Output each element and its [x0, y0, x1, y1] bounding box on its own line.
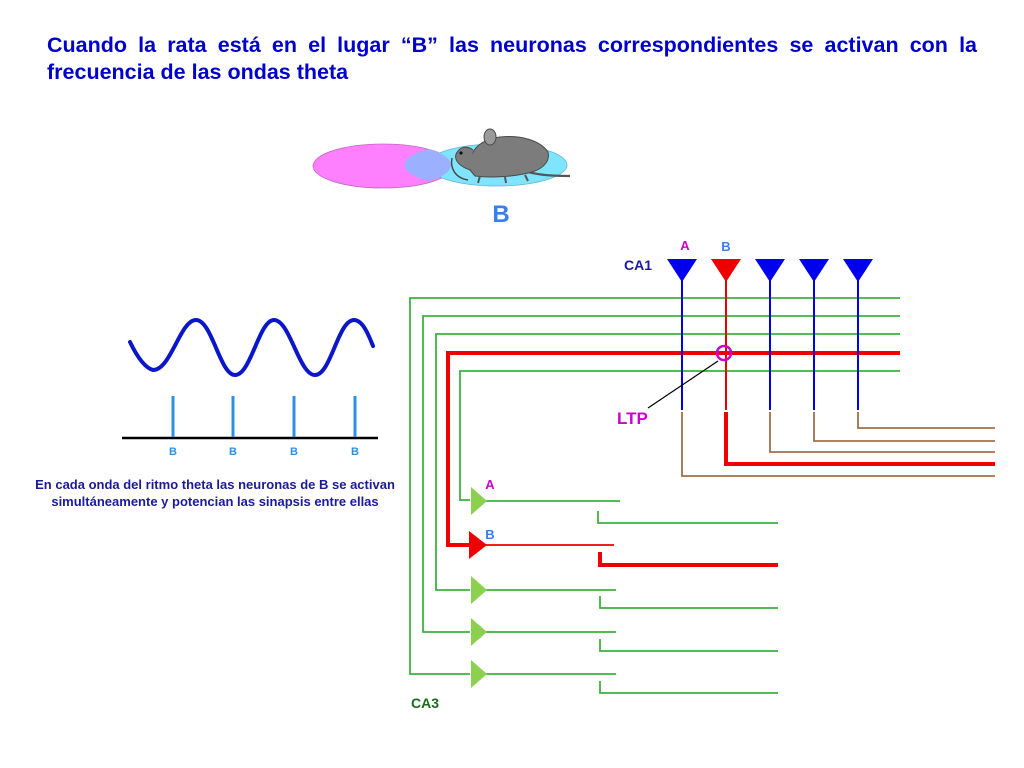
ca3-cell-a — [471, 487, 487, 515]
ca3-cell-4 — [471, 618, 487, 646]
theta-wave: B B B B — [122, 317, 378, 458]
ca1-cells — [667, 259, 873, 282]
ca3-axon-b — [486, 544, 778, 567]
ca1-cell-a — [667, 259, 697, 282]
ca3-cells — [469, 487, 487, 688]
ca3-cell-5 — [471, 660, 487, 688]
slide-title: Cuando la rata está en el lugar “B” las … — [47, 33, 977, 84]
fiber-1 — [409, 297, 900, 675]
ca3-cell-b — [469, 531, 487, 559]
ca3-cell-b-label: B — [485, 527, 494, 542]
ca3-cell-a-label: A — [485, 477, 495, 492]
ca1-cell-b — [711, 259, 741, 282]
fiber-3 — [435, 333, 900, 591]
fiber-2 — [422, 315, 900, 633]
theta-caption: En cada onda del ritmo theta las neurona… — [35, 477, 395, 509]
ca1-cell-a-label: A — [680, 238, 690, 253]
spike-label: B — [169, 446, 177, 458]
ca3-axons — [486, 500, 778, 694]
theta-wave-curve — [128, 317, 375, 378]
ca1-cell-5 — [843, 259, 873, 282]
schaffer-fibers — [409, 297, 900, 675]
spike-label: B — [229, 446, 237, 458]
ca1-cell-3 — [755, 259, 785, 282]
ca1-output-axon-b — [724, 412, 995, 466]
ltp-label: LTP — [617, 409, 648, 428]
spike-label: B — [351, 446, 359, 458]
ca1-label: CA1 — [624, 257, 652, 273]
place-label: B — [492, 201, 509, 228]
fiber-5 — [459, 370, 900, 501]
ca1-cell-b-label: B — [721, 239, 730, 254]
ca3-cell-3 — [471, 576, 487, 604]
ca3-label: CA3 — [411, 695, 439, 711]
place-field-overlap — [404, 149, 451, 181]
spike-label: B — [290, 446, 298, 458]
ltp-pointer — [647, 360, 719, 409]
ca1-cell-4 — [799, 259, 829, 282]
ca1-dendrites — [681, 278, 859, 410]
ltp-synapse — [715, 344, 733, 362]
rat-icon — [450, 128, 571, 184]
ca1-output-axons — [681, 412, 995, 477]
fiber-active-b — [446, 351, 900, 547]
